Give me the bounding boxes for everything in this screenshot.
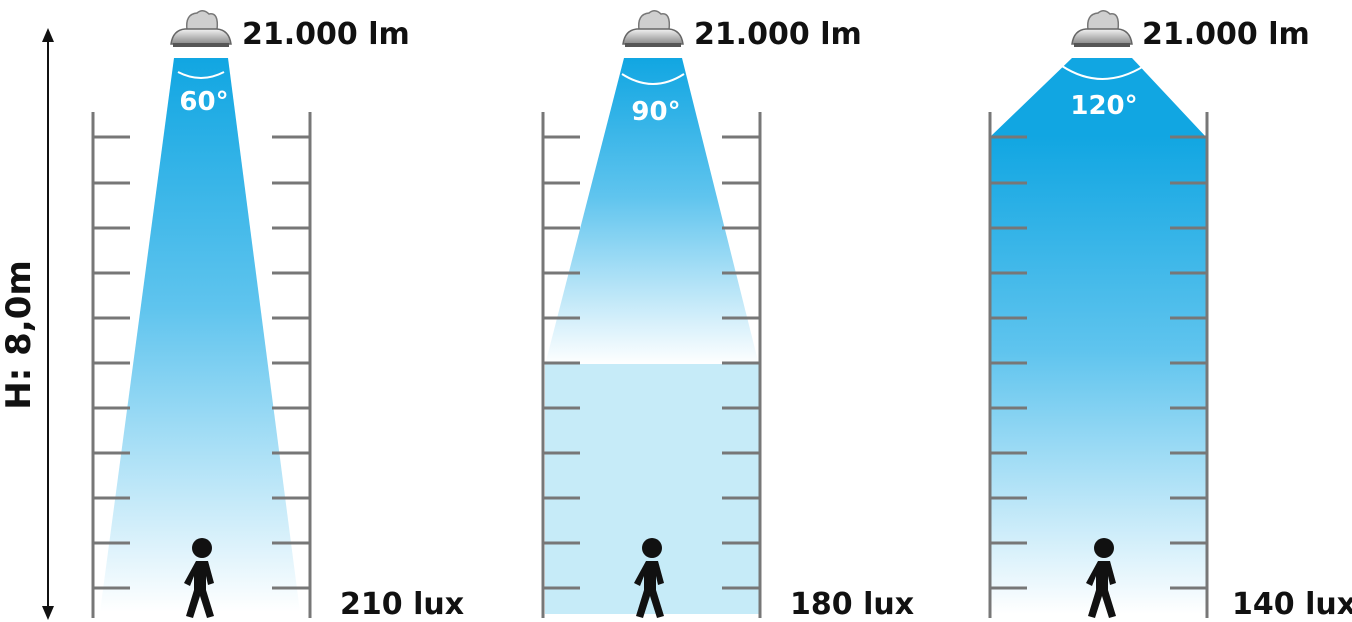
light-beam [545,58,759,365]
height-dimension: H: 8,0m [0,28,54,620]
lumen-label: 21.000 lm [1142,17,1310,52]
beam-angle-label: 90° [631,97,680,127]
shelving-right [272,112,312,618]
highbay-lamp-icon [622,10,684,47]
shelving-right [1170,112,1209,618]
light-column [990,136,1206,614]
panel-60-degree: 60° 21.000 lm 210 lux [91,10,464,622]
beam-angle-label: 60° [179,87,228,117]
light-beam [990,58,1206,137]
height-arrow-bottom-head [42,606,54,620]
height-arrow-top-head [42,28,54,42]
height-label: H: 8,0m [0,260,39,410]
beam-angle-arc [621,73,685,85]
lux-label: 180 lux [790,587,914,622]
shelving-left [988,112,1027,618]
beam-angle-arc [1061,65,1145,80]
shelving-left [541,112,580,618]
beam-angle-arc [177,71,225,79]
lux-label: 140 lux [1232,587,1352,622]
person-icon [184,538,214,618]
lux-label: 210 lux [340,587,464,622]
lumen-label: 21.000 lm [694,17,862,52]
shelving-right [722,112,762,618]
highbay-lamp-icon [170,10,232,47]
light-beam [100,58,300,612]
shelving-left [91,112,130,618]
person-icon [634,538,664,618]
highbay-lamp-icon [1071,10,1133,47]
lumen-label: 21.000 lm [242,17,410,52]
beam-angle-label: 120° [1070,91,1137,121]
panel-120-degree: 120° 21.000 lm 140 lux [988,10,1352,622]
panel-90-degree: 90° 21.000 lm 180 lux [541,10,914,622]
person-icon [1086,538,1116,618]
